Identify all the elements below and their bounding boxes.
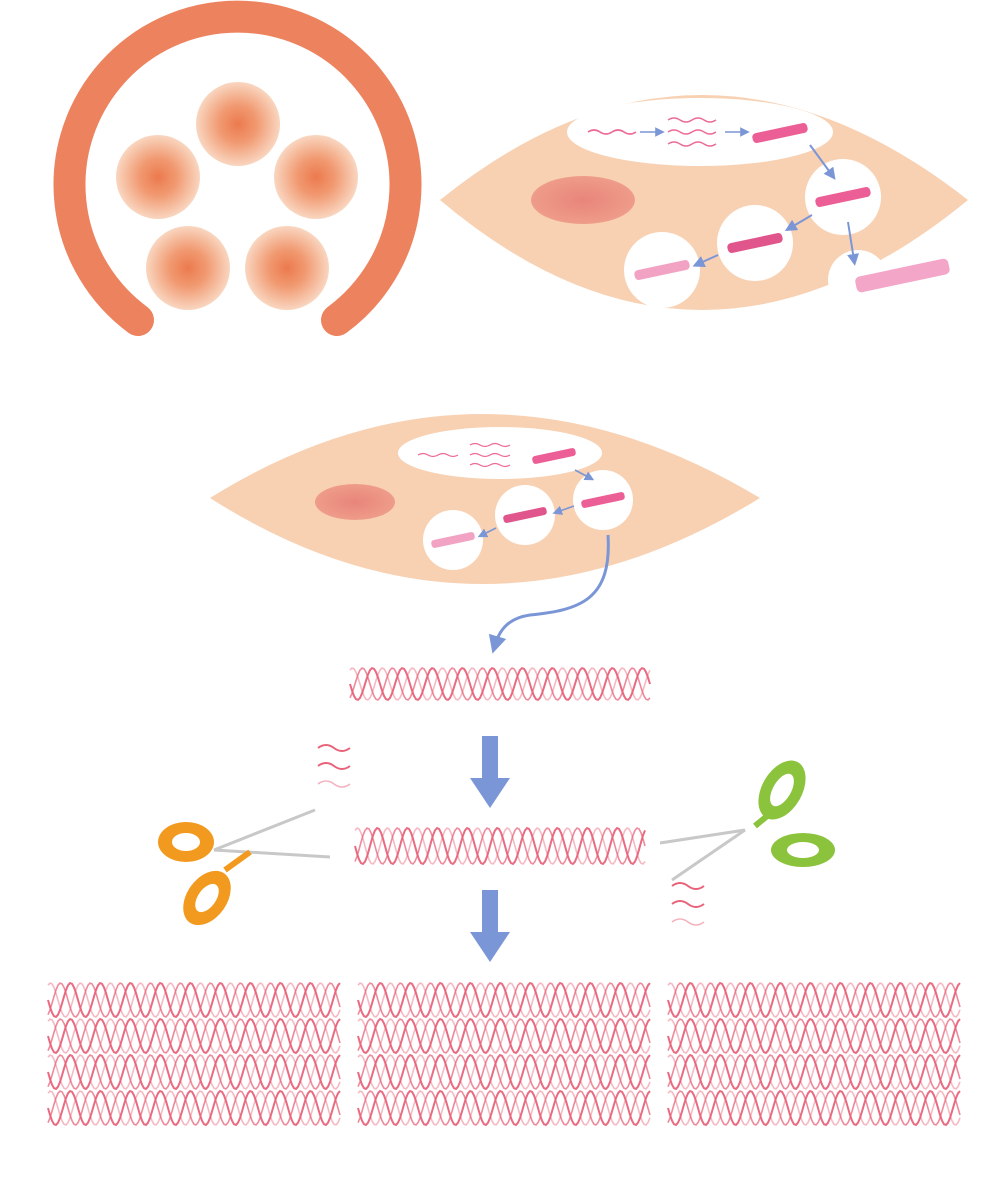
helix-strand [667, 1089, 961, 1127]
helix-strand [357, 1089, 651, 1127]
ring-nucleus [245, 226, 329, 310]
fibroblast-cell-icon [210, 414, 760, 584]
helix-strand [47, 1017, 341, 1055]
helix-strand [667, 982, 961, 1018]
helix-strand [667, 1018, 961, 1054]
helix-strand [354, 826, 646, 866]
arrow-down-icon [470, 736, 510, 808]
helix-strand [357, 1054, 651, 1090]
helix-strand [357, 982, 651, 1018]
procollagen-triple-helix [349, 666, 651, 702]
helix-strand [667, 1053, 961, 1091]
helix-strand [47, 981, 341, 1019]
helix-strand [667, 1018, 961, 1054]
helix-strand [47, 982, 341, 1018]
ring-nucleus [116, 135, 200, 219]
arrow-down-icon [470, 890, 510, 962]
helix-strand [667, 1054, 961, 1090]
helix-strand [349, 667, 651, 701]
helix-strand [47, 1054, 341, 1090]
cell-nucleus [531, 176, 635, 224]
cleaved-propeptide [317, 744, 351, 788]
helix-strand [357, 1090, 651, 1126]
helix-strand [667, 1054, 961, 1090]
helix-strand [47, 1090, 341, 1126]
curved-arrow-icon [488, 534, 610, 654]
procollagen-strand [587, 129, 637, 135]
scissors-icon [659, 760, 835, 882]
fibroblast-cell-icon [440, 95, 968, 310]
helix-strand [357, 1053, 651, 1091]
helix-strand [47, 1054, 341, 1090]
helix-strand [667, 1017, 961, 1055]
ring-nucleus [196, 82, 280, 166]
muscle-ring-icon [53, 0, 422, 336]
helix-strand [47, 1053, 341, 1091]
helix-strand [357, 1090, 651, 1126]
procollagen-strand [667, 141, 717, 147]
helix-strand [354, 827, 646, 865]
collagen-fibril-bundle [357, 981, 651, 1127]
ring-nucleus [274, 135, 358, 219]
secreted-procollagen [855, 258, 950, 293]
helix-strand [667, 982, 961, 1018]
cell-nucleus [315, 484, 395, 520]
helix-strand [47, 982, 341, 1018]
collagen-fibril-bundle [667, 981, 961, 1127]
helix-strand [357, 982, 651, 1018]
procollagen-rod [752, 123, 808, 143]
helix-strand [349, 667, 651, 701]
helix-strand [357, 1054, 651, 1090]
helix-strand [47, 1018, 341, 1054]
helix-strand [47, 1018, 341, 1054]
helix-strand [354, 827, 646, 865]
helix-strand [357, 981, 651, 1019]
helix-strand [357, 1018, 651, 1054]
collagen-fibril-bundle [47, 981, 341, 1127]
helix-strand [667, 1090, 961, 1126]
procollagen-strand [667, 129, 717, 135]
er-vesicle [567, 98, 833, 166]
helix-strand [667, 1090, 961, 1126]
ring-nucleus [146, 226, 230, 310]
cleaved-propeptide [671, 882, 705, 926]
tropocollagen-triple-helix [354, 826, 646, 866]
helix-strand [357, 1017, 651, 1055]
helix-strand [667, 981, 961, 1019]
er-vesicle [398, 427, 602, 479]
helix-strand [357, 1018, 651, 1054]
procollagen-strand [667, 117, 717, 123]
helix-strand [47, 1090, 341, 1126]
helix-strand [349, 666, 651, 702]
helix-strand [47, 1089, 341, 1127]
scissors-icon [158, 808, 331, 926]
